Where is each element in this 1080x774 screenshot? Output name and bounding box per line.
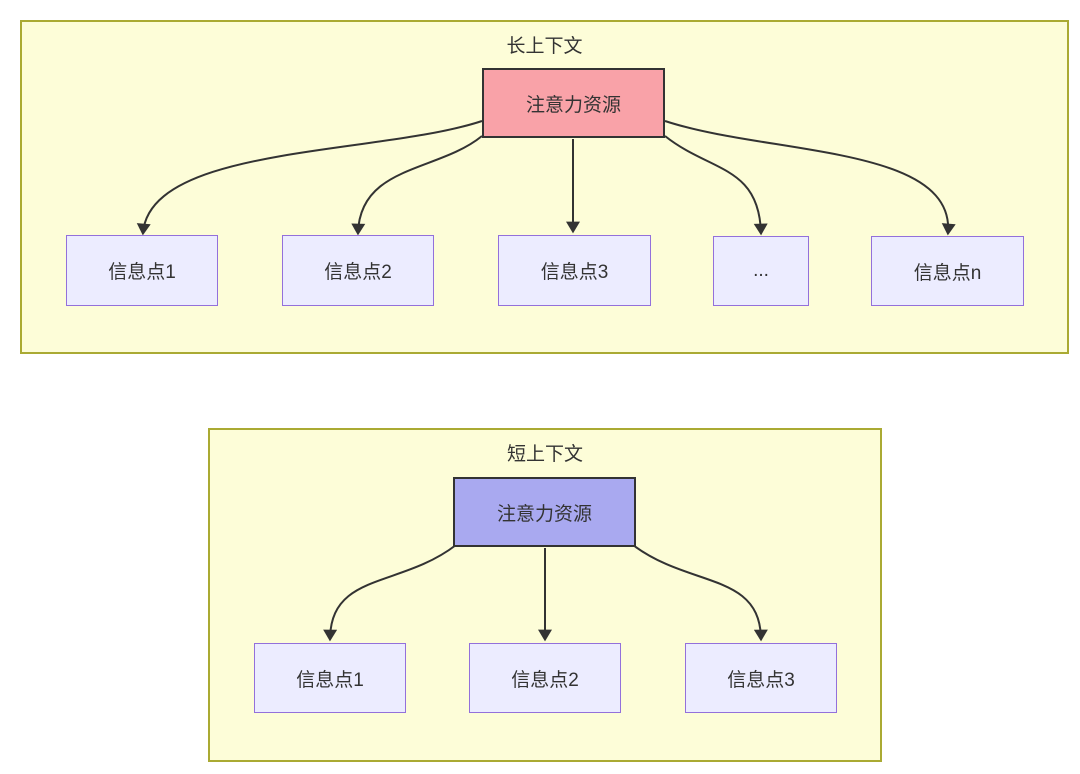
edge-short-hub-to-info1 <box>323 544 457 642</box>
info-node-long-3: 信息点3 <box>498 235 651 306</box>
edge-short-hub-to-info3 <box>632 544 768 642</box>
info-node-label: 信息点n <box>913 262 982 284</box>
attention-resource-node-short: 注意力资源 <box>453 477 636 547</box>
attention-resource-node-long: 注意力资源 <box>482 68 665 138</box>
edge-long-hub-to-info1 <box>136 120 483 236</box>
info-node-label: 信息点2 <box>511 669 579 691</box>
attention-resource-label-long: 注意力资源 <box>525 94 621 116</box>
edge-long-hub-to-info2 <box>351 135 483 236</box>
info-node-label: 信息点1 <box>296 669 364 691</box>
info-node-label: 信息点3 <box>727 669 795 691</box>
info-node-long-1: 信息点1 <box>66 235 218 306</box>
info-node-long-n: 信息点n <box>871 236 1024 306</box>
info-node-short-2: 信息点2 <box>469 643 621 713</box>
info-node-short-1: 信息点1 <box>254 643 406 713</box>
info-node-short-3: 信息点3 <box>685 643 837 713</box>
info-node-long-2: 信息点2 <box>282 235 434 306</box>
info-node-long-ellipsis: ... <box>713 236 809 306</box>
attention-resource-label-short: 注意力资源 <box>496 503 592 525</box>
info-node-label: 信息点1 <box>108 262 176 283</box>
info-node-label: 信息点3 <box>540 262 609 283</box>
edge-long-hub-to-infon <box>664 120 956 236</box>
info-node-label: ... <box>753 260 769 281</box>
edge-long-hub-to-ellipsis <box>664 135 768 236</box>
short-context-title: 短上下文 <box>506 444 583 465</box>
info-node-label: 信息点2 <box>324 262 392 283</box>
long-context-title: 长上下文 <box>506 36 583 57</box>
